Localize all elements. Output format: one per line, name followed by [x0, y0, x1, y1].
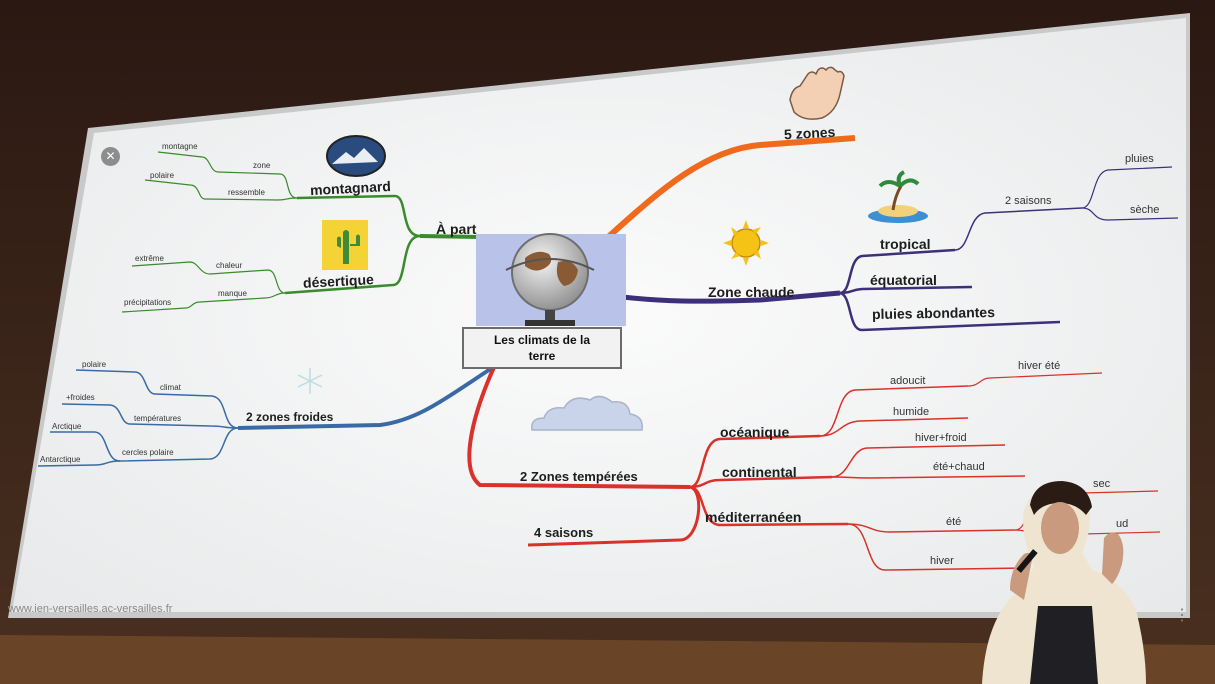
- label-a-part: À part: [436, 221, 477, 237]
- branch-montagnard: [296, 194, 421, 238]
- label-mediterraneen: méditerranéen: [705, 509, 802, 525]
- label-pluies: pluies: [1125, 153, 1154, 165]
- label-chaleur: chaleur: [216, 261, 243, 270]
- label-extreme: extrême: [135, 254, 164, 263]
- branch-hiver-ete: [967, 372, 1103, 387]
- label-4-saisons: 4 saisons: [534, 525, 594, 540]
- branch-desertique: [284, 234, 421, 295]
- label-montagne: montagne: [162, 142, 198, 151]
- label-ete-chaud: été+chaud: [933, 461, 985, 473]
- branch-ete-chaud: [831, 475, 1026, 479]
- label-sec: sec: [1093, 478, 1111, 490]
- globe-icon: [505, 233, 595, 326]
- label-pluies-abondantes: pluies abondantes: [871, 303, 996, 323]
- branch-seche: [1081, 207, 1179, 221]
- label-2-zones-temperees: 2 Zones tempérées: [520, 469, 638, 484]
- label-cercles-polaire: cercles polaire: [122, 448, 174, 457]
- label-seche: sèche: [1130, 204, 1160, 216]
- root-line-2: terre: [528, 349, 556, 363]
- island-icon: [868, 170, 928, 223]
- label-equatorial: équatorial: [870, 272, 937, 288]
- snowflake-icon: [297, 368, 323, 394]
- label-hiver-ete: hiver été: [1018, 360, 1061, 372]
- branch-climat-polaire: [75, 369, 239, 429]
- label-precipitations: précipitations: [124, 298, 172, 307]
- label-2-zones-froides: 2 zones froides: [246, 410, 334, 424]
- branch-temperatures: [61, 403, 239, 429]
- footer-url: www.ien-versailles.ac-versailles.fr: [8, 603, 173, 615]
- branch-equatorial: [839, 285, 973, 295]
- branch-pluies-abondantes: [839, 291, 1061, 332]
- label-climat: climat: [160, 383, 181, 392]
- branch-zone-montagne: [157, 151, 298, 199]
- label-hiver: hiver: [930, 555, 954, 567]
- label-temperatures: températures: [134, 414, 182, 423]
- branch-2-zones-temperees: [467, 364, 691, 489]
- presenter-figure: [982, 481, 1146, 684]
- branch-4-saisons: [527, 485, 701, 547]
- label-desertique: désertique: [302, 271, 375, 291]
- label-continental: continental: [722, 464, 797, 480]
- branch-2-zones-froides: [237, 366, 494, 430]
- root-line-1: Les climats de la: [493, 333, 591, 347]
- label-manque: manque: [218, 289, 247, 298]
- label-5-zones: 5 zones: [783, 123, 836, 143]
- label-zone: zone: [253, 161, 271, 170]
- label-arctique: Arctique: [52, 422, 82, 431]
- label-oceanique: océanique: [720, 424, 790, 440]
- branch-ete: [847, 523, 1016, 533]
- branch-zone-chaude: [614, 290, 841, 304]
- hand-icon: [789, 66, 845, 120]
- branch-chaleur-extreme: [131, 261, 286, 294]
- branch-2-saisons: [954, 207, 1083, 251]
- branch-oceanique: [689, 434, 821, 489]
- branch-adoucit: [819, 385, 969, 437]
- label-polaire-montagnard: polaire: [150, 171, 175, 180]
- label-plus-froides: +froides: [66, 393, 95, 402]
- branch-ressemble-polaire: [144, 179, 298, 201]
- label-hiver-froid: hiver+froid: [915, 432, 967, 444]
- label-antarctique: Antarctique: [40, 455, 81, 464]
- branch-antarctique: [37, 460, 121, 467]
- sun-icon: [723, 220, 769, 266]
- root-node-label: Les climats de la terre: [462, 327, 622, 369]
- label-ete: été: [946, 516, 962, 528]
- branch-humide: [819, 417, 969, 437]
- cactus-icon: [322, 220, 368, 270]
- label-humide: humide: [893, 406, 930, 418]
- label-polaire-froides: polaire: [82, 360, 107, 369]
- label-ressemble: ressemble: [228, 188, 265, 197]
- label-adoucit: adoucit: [890, 375, 926, 387]
- branch-pluies: [1081, 166, 1173, 209]
- branch-hiver: [847, 523, 1031, 571]
- label-zone-chaude: Zone chaude: [708, 284, 795, 300]
- close-icon[interactable]: ✕: [101, 147, 120, 166]
- branch-hiver-froid: [831, 444, 1006, 478]
- label-2-saisons: 2 saisons: [1005, 195, 1052, 207]
- branch-mediterraneen: [689, 485, 849, 527]
- branch-5-zones: [596, 135, 856, 249]
- branch-manque-precipitations: [121, 292, 286, 313]
- label-montagnard: montagnard: [309, 177, 392, 199]
- stage-floor: [0, 635, 1215, 684]
- label-tropical: tropical: [880, 236, 931, 252]
- more-options-icon[interactable]: ⋮: [1174, 607, 1190, 624]
- mountain-icon: [326, 135, 386, 177]
- label-chaud: ud: [1116, 518, 1129, 530]
- cloud-icon: [531, 395, 643, 431]
